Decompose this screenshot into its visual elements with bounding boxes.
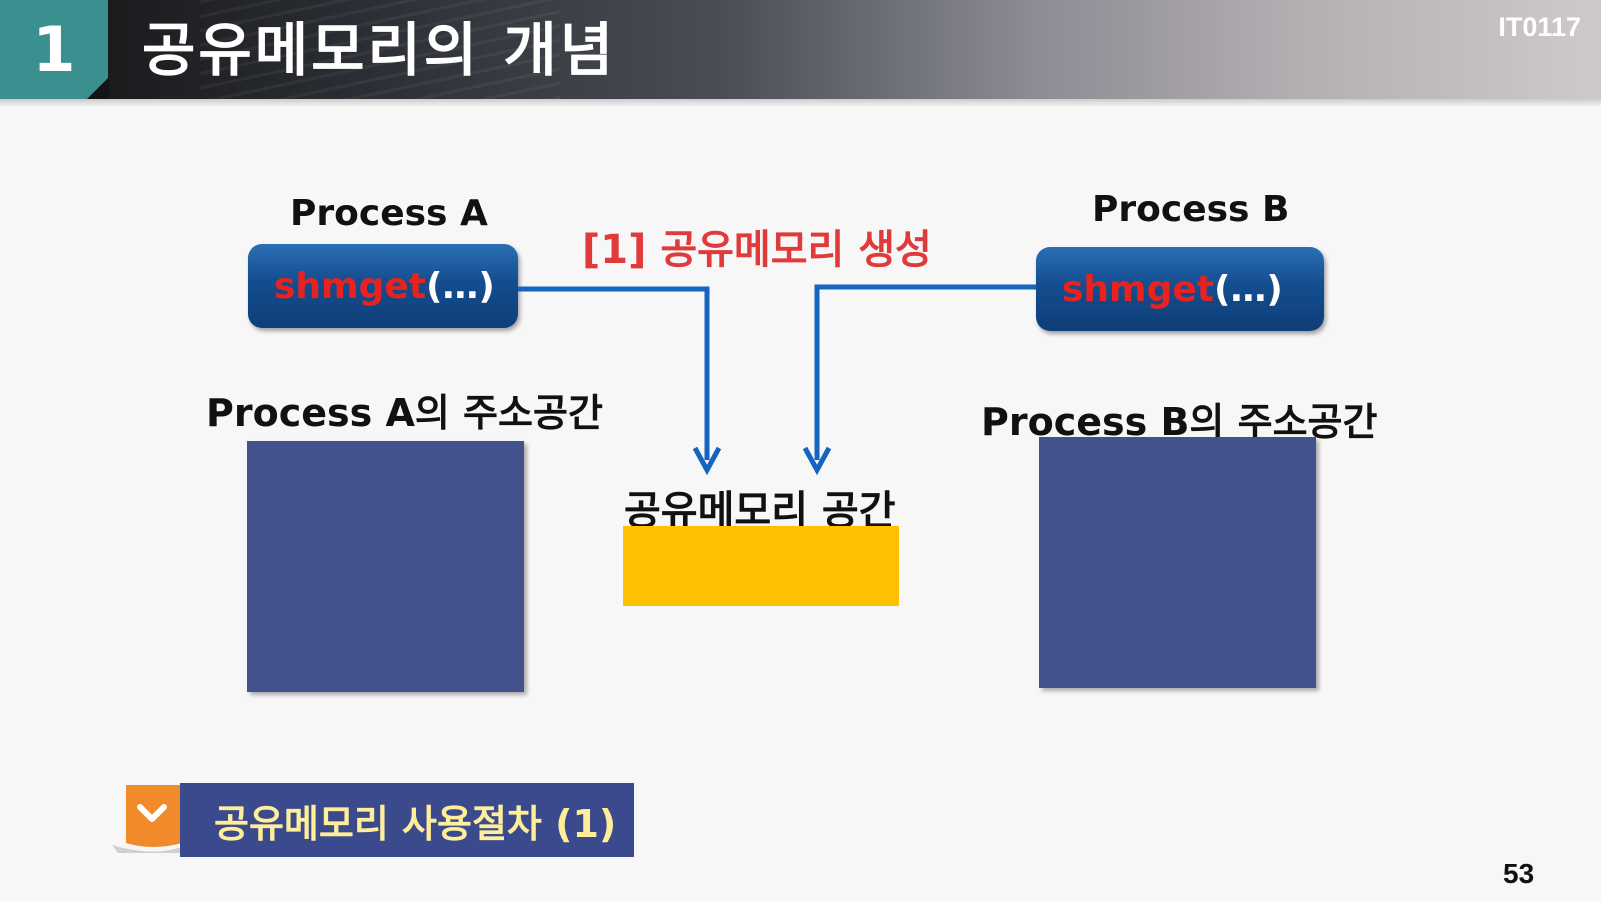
process-a-label: Process A — [290, 193, 488, 234]
process-b-call-args: (…) — [1213, 268, 1283, 310]
process-a-call-function: shmget — [274, 265, 426, 307]
arrow-a-head — [692, 446, 722, 476]
footer-title: 공유메모리 사용절차 (1) — [214, 801, 617, 846]
step-label: [1] 공유메모리 생성 — [582, 227, 932, 273]
process-a-call-args: (…) — [425, 265, 495, 307]
process-b-address-space — [1039, 437, 1316, 688]
arrow-b-head — [802, 446, 832, 476]
footer-badge — [112, 785, 182, 853]
process-a-address-space — [247, 441, 524, 692]
page-number: 53 — [1503, 858, 1535, 889]
process-a-call-box: shmget(…) — [248, 244, 518, 328]
section-number: 1 — [0, 0, 109, 99]
page-title: 공유메모리의 개념 — [142, 16, 617, 84]
arrow-a-to-shared-memory — [518, 286, 710, 460]
slide-header — [0, 0, 1601, 99]
footer-title-bar: 공유메모리 사용절차 (1) — [180, 783, 634, 857]
course-code: IT0117 — [1498, 12, 1581, 42]
header-shadow — [0, 99, 1601, 107]
process-b-label: Process B — [1092, 189, 1290, 230]
header-background-texture — [200, 0, 560, 99]
process-b-address-space-label: Process B의 주소공간 — [981, 400, 1378, 444]
process-b-call-function: shmget — [1062, 268, 1214, 310]
arrow-b-to-shared-memory — [814, 284, 1036, 460]
chevron-down-icon — [137, 804, 167, 822]
shared-memory-block — [623, 526, 899, 606]
process-b-call-box: shmget(…) — [1036, 247, 1324, 331]
process-a-address-space-label: Process A의 주소공간 — [206, 391, 603, 435]
